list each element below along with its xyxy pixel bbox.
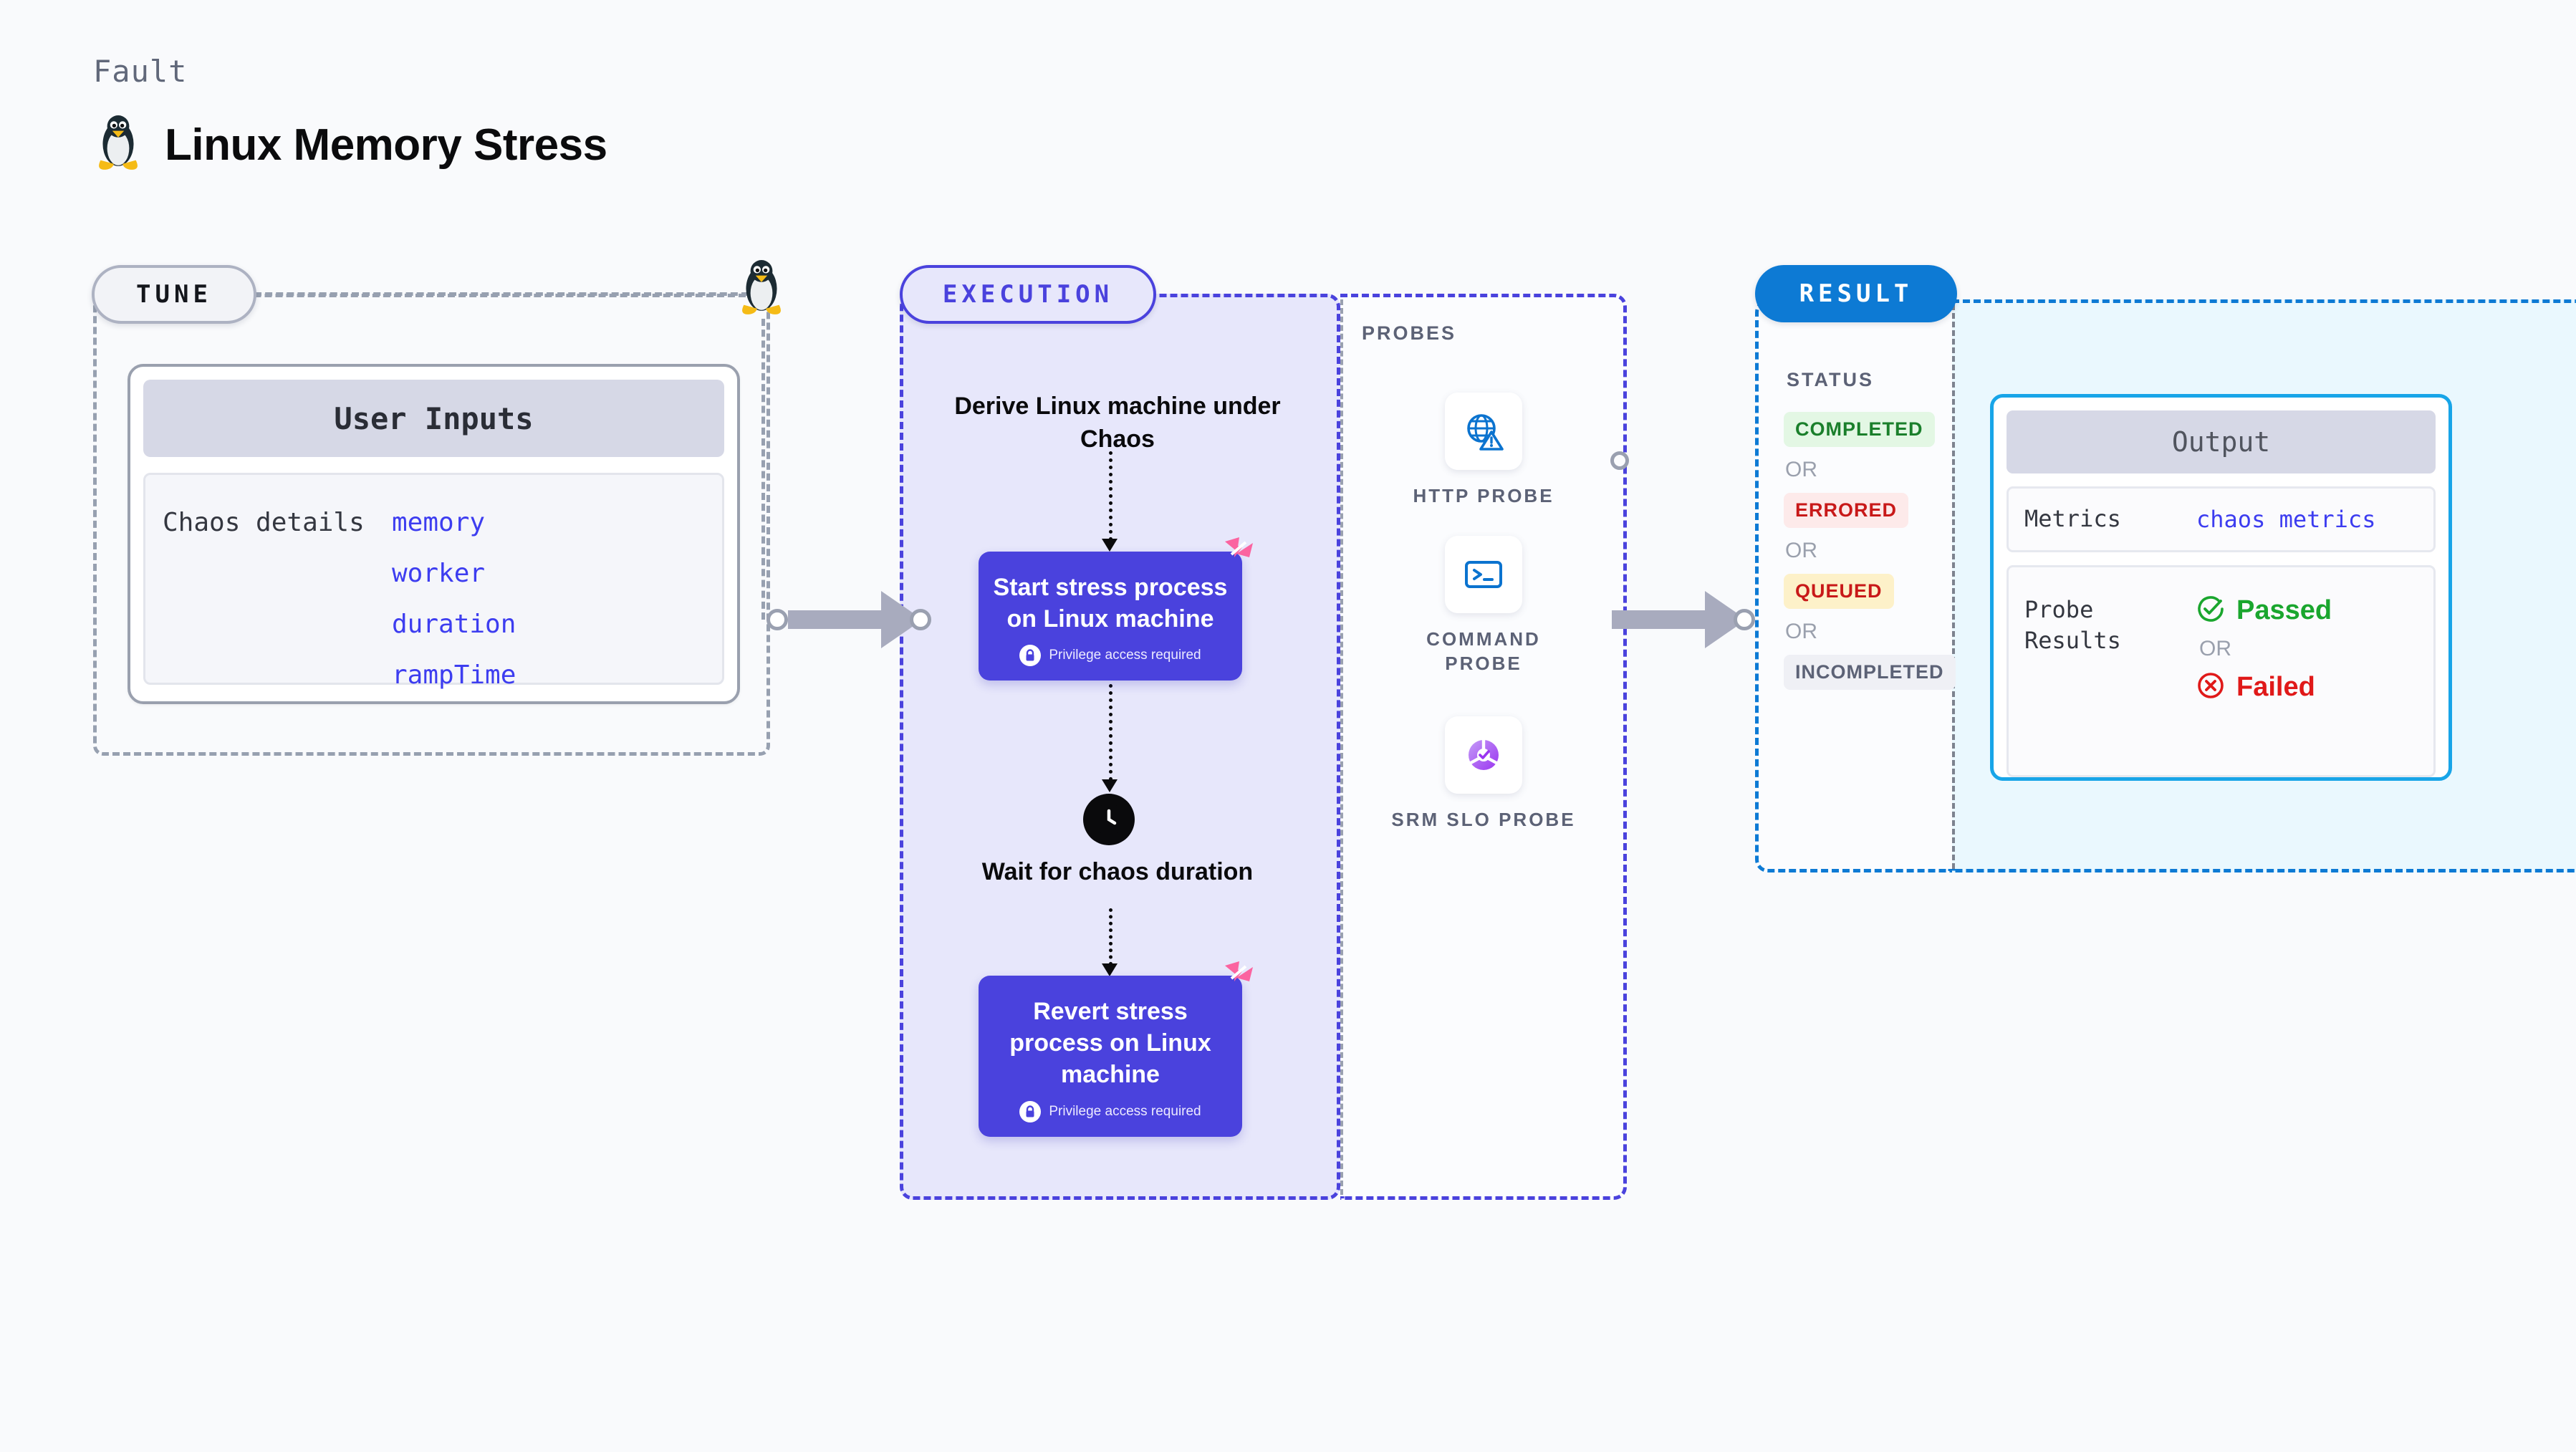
user-inputs-body: Chaos details memory worker duration ram… <box>143 473 724 690</box>
probe-label: COMMAND PROBE <box>1426 628 1541 674</box>
tune-connector-horizontal <box>254 292 749 296</box>
output-metrics-value[interactable]: chaos metrics <box>2196 506 2376 533</box>
chaos-value-memory[interactable]: memory <box>392 508 486 537</box>
result-output-divider <box>1952 304 1955 869</box>
probe-result-or: OR <box>2199 637 2231 660</box>
probes-divider <box>1340 299 1343 1195</box>
flow-arrow-2 <box>1109 684 1112 781</box>
probe-label: SRM SLO PROBE <box>1391 809 1576 830</box>
chaos-details-label: Chaos details <box>163 508 365 537</box>
execution-card-note-label: Privilege access required <box>1049 1103 1201 1119</box>
globe-warning-icon <box>1445 393 1522 470</box>
probes-connector-dot <box>1610 451 1629 470</box>
lock-icon <box>1019 1100 1042 1122</box>
execution-card-title: Revert stress process on Linux machine <box>1009 998 1211 1089</box>
probe-item-srm-slo[interactable]: SRM SLO PROBE <box>1390 716 1577 832</box>
execution-step-derive-label: Derive Linux machine under Chaos <box>954 393 1281 453</box>
probe-result-passed-label: Passed <box>2236 595 2332 625</box>
status-or-1: OR <box>1785 458 1817 481</box>
status-list: COMPLETED OR ERRORED OR QUEUED OR INCOMP… <box>1784 412 1956 690</box>
slo-donut-check-icon <box>1445 716 1522 794</box>
execution-card-note: Privilege access required <box>991 1100 1229 1122</box>
execution-stage-pill[interactable]: EXECUTION <box>900 265 1156 324</box>
output-probe-results-row: Probe Results Passed OR <box>2007 565 2436 777</box>
status-badge-errored: ERRORED <box>1784 493 1909 528</box>
tune-stage-pill[interactable]: TUNE <box>92 265 256 324</box>
output-probe-values: Passed OR Failed <box>2196 595 2332 775</box>
output-metrics-key: Metrics <box>2024 505 2121 533</box>
user-inputs-card: User Inputs Chaos details memory worker … <box>128 364 740 704</box>
probe-item-http[interactable]: HTTP PROBE <box>1390 393 1577 509</box>
lock-icon <box>1019 645 1042 667</box>
probe-result-passed: Passed <box>2196 595 2332 627</box>
arrow-shaft <box>1612 610 1705 629</box>
status-badge-queued: QUEUED <box>1784 574 1894 609</box>
harness-logo-icon <box>1222 960 1255 996</box>
terminal-icon <box>1445 536 1522 613</box>
execution-card-note: Privilege access required <box>991 645 1229 667</box>
execution-card-revert-stress[interactable]: Revert stress process on Linux machine P… <box>979 961 1253 1137</box>
execution-card-title: Start stress process on Linux machine <box>993 574 1228 633</box>
arrow-end-dot <box>910 609 931 630</box>
probes-section-label: PROBES <box>1362 322 1457 344</box>
status-badge-completed: COMPLETED <box>1784 412 1935 447</box>
execution-card-start-stress[interactable]: Start stress process on Linux machine Pr… <box>979 537 1253 681</box>
chaos-value-duration[interactable]: duration <box>392 610 516 639</box>
fault-title-row: Linux Memory Stress <box>95 115 607 176</box>
flow-arrow-1-head <box>1102 539 1118 552</box>
arrow-shaft <box>788 610 881 629</box>
result-stage-pill[interactable]: RESULT <box>1755 265 1957 322</box>
status-or-3: OR <box>1785 620 1817 643</box>
execution-to-result-arrow <box>1612 591 1755 648</box>
chaos-details-value-list: memory worker duration rampTime <box>392 508 516 690</box>
check-circle-icon <box>2196 595 2225 627</box>
output-metrics-row: Metrics chaos metrics <box>2007 486 2436 552</box>
execution-card-note-label: Privilege access required <box>1049 648 1201 663</box>
output-card: Output Metrics chaos metrics Probe Resul… <box>1990 394 2452 781</box>
harness-logo-icon <box>1222 536 1255 572</box>
arrow-end-dot <box>1734 609 1755 630</box>
chaos-value-worker[interactable]: worker <box>392 559 486 588</box>
user-inputs-header: User Inputs <box>143 380 724 457</box>
linux-penguin-icon <box>95 115 142 176</box>
execution-step-wait-label: Wait for chaos duration <box>981 858 1254 885</box>
status-or-2: OR <box>1785 539 1817 562</box>
probe-result-failed-label: Failed <box>2236 672 2315 702</box>
page-title: Linux Memory Stress <box>165 120 607 170</box>
flow-arrow-3-head <box>1102 963 1118 976</box>
output-header: Output <box>2007 410 2436 473</box>
status-badge-incompleted: INCOMPLETED <box>1784 655 1956 690</box>
flow-arrow-1 <box>1109 451 1112 541</box>
probe-item-command[interactable]: COMMAND PROBE <box>1390 536 1577 676</box>
flow-arrow-2-head <box>1102 779 1118 792</box>
tune-linux-penguin-icon <box>738 259 785 325</box>
status-section-label: STATUS <box>1787 369 1874 390</box>
fault-kicker-label: Fault <box>93 54 188 89</box>
arrow-start-dot <box>766 609 788 630</box>
output-probe-key: Probe Results <box>2024 596 2121 655</box>
probe-label: HTTP PROBE <box>1413 485 1554 506</box>
flow-arrow-3 <box>1109 908 1112 966</box>
chaos-value-ramptime[interactable]: rampTime <box>392 660 516 690</box>
probe-result-failed: Failed <box>2196 671 2332 703</box>
tune-connector-vertical <box>761 319 765 620</box>
x-circle-icon <box>2196 671 2225 703</box>
clock-icon <box>1083 794 1135 845</box>
tune-to-execution-arrow <box>766 591 931 648</box>
